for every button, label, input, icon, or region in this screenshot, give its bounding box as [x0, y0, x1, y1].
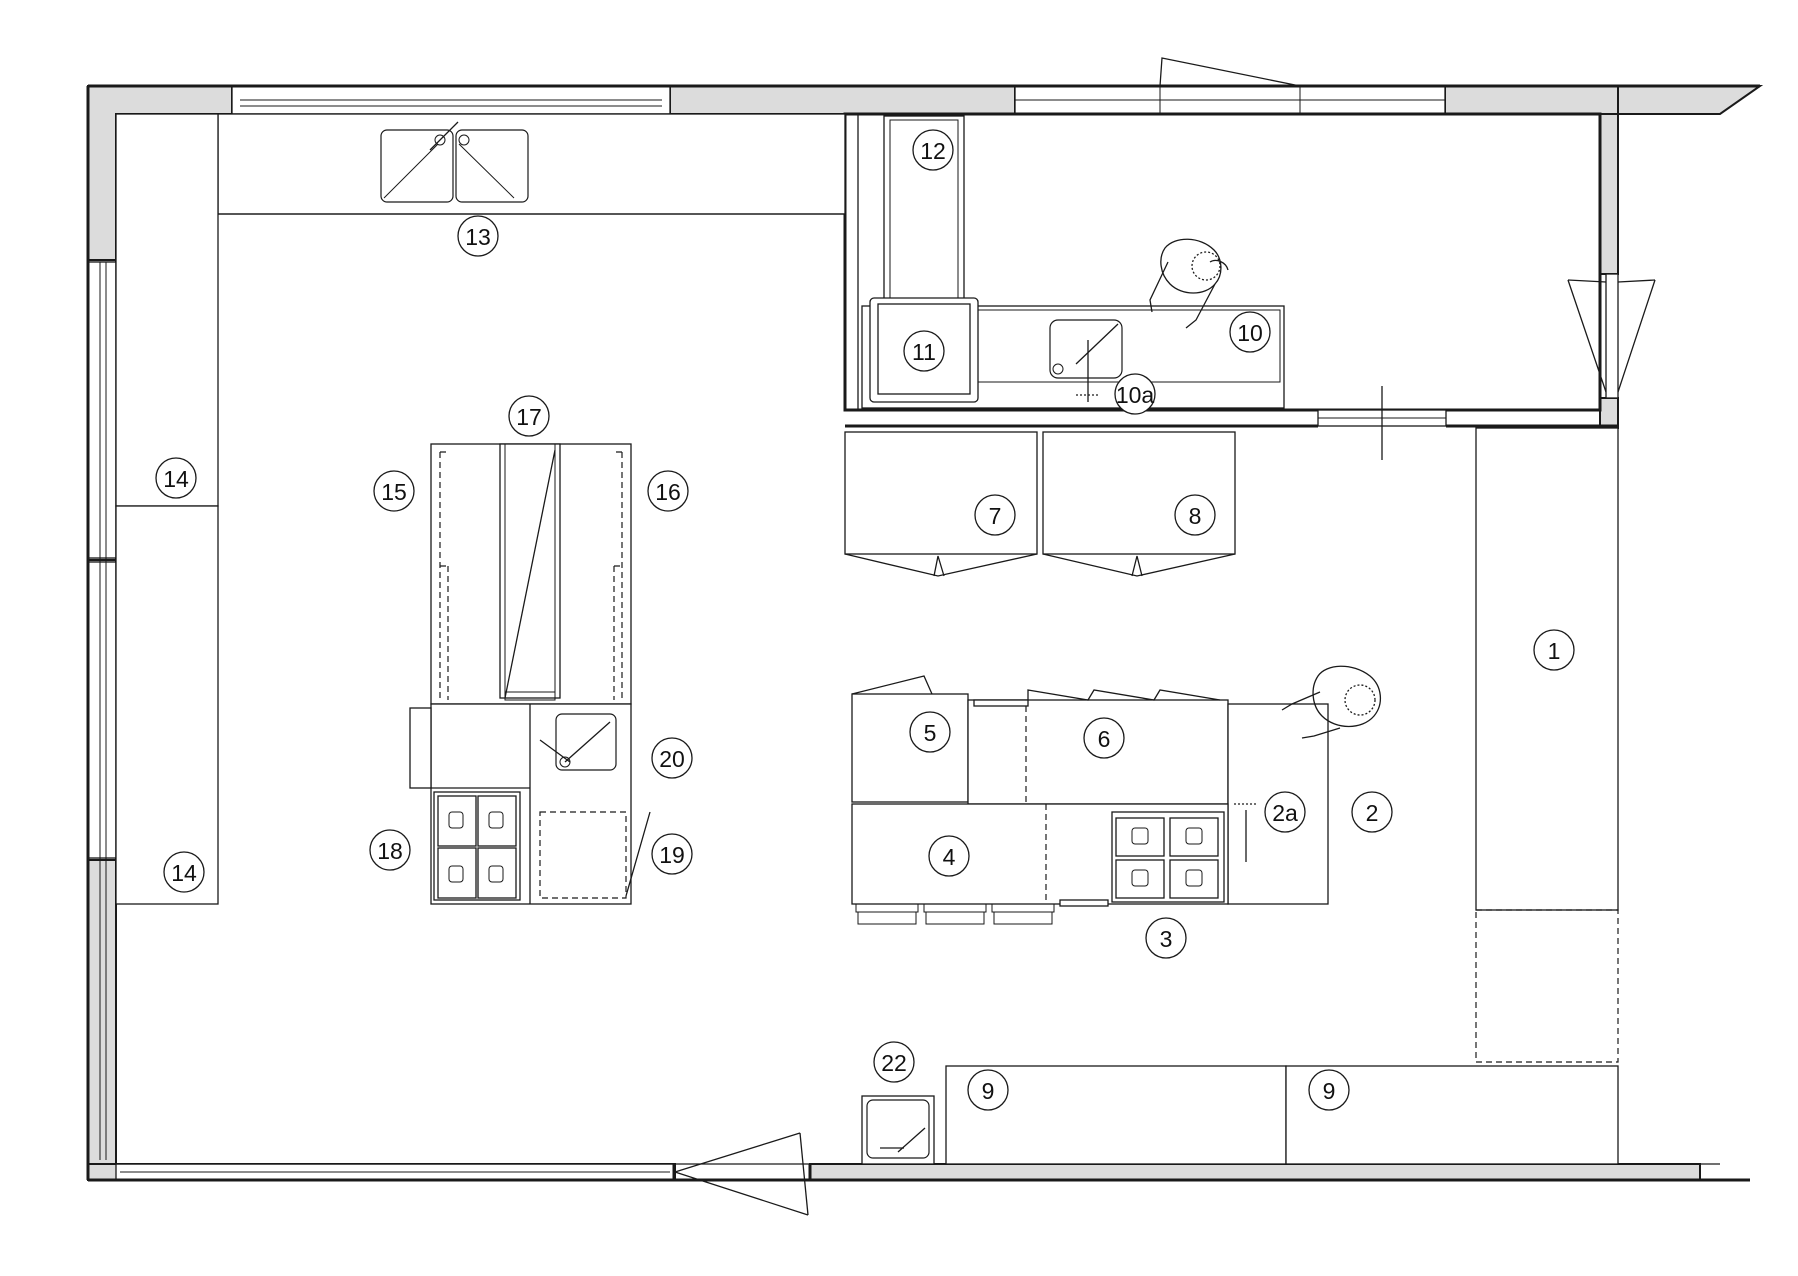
label-6: 6	[1083, 717, 1125, 759]
svg-text:20: 20	[659, 746, 685, 772]
label-14-upper: 14	[155, 457, 197, 499]
svg-text:6: 6	[1098, 726, 1111, 752]
svg-text:13: 13	[465, 224, 491, 250]
svg-text:9: 9	[1323, 1078, 1336, 1104]
label-20: 20	[651, 737, 693, 779]
label-1: 1	[1533, 629, 1575, 671]
label-14-lower: 14	[163, 851, 205, 893]
label-5: 5	[909, 711, 951, 753]
svg-text:19: 19	[659, 842, 685, 868]
bottom-window	[115, 1163, 675, 1181]
svg-text:15: 15	[381, 479, 407, 505]
label-7: 7	[974, 494, 1016, 536]
svg-text:1: 1	[1548, 638, 1561, 664]
range-18	[433, 791, 521, 901]
bottom-door	[674, 1132, 812, 1216]
label-22: 22	[873, 1041, 915, 1083]
svg-text:2a: 2a	[1272, 800, 1298, 826]
unit-1	[1475, 427, 1619, 1063]
svg-text:22: 22	[881, 1050, 907, 1076]
label-16: 16	[647, 470, 689, 512]
range-3	[1111, 811, 1225, 903]
label-2: 2	[1351, 791, 1393, 833]
svg-text:18: 18	[377, 838, 403, 864]
label-18: 18	[369, 829, 411, 871]
label-15: 15	[373, 470, 415, 512]
label-8: 8	[1174, 494, 1216, 536]
label-4: 4	[928, 835, 970, 877]
counter-14	[115, 113, 219, 905]
svg-text:4: 4	[943, 844, 956, 870]
svg-text:16: 16	[655, 479, 681, 505]
right-door	[1567, 273, 1656, 399]
label-10a: 10a	[1114, 373, 1156, 415]
svg-text:10: 10	[1237, 320, 1263, 346]
label-9-right: 9	[1308, 1069, 1350, 1111]
sink-22	[861, 1095, 935, 1165]
counter-9	[945, 1065, 1619, 1165]
label-3: 3	[1145, 917, 1187, 959]
svg-text:9: 9	[982, 1078, 995, 1104]
label-2a: 2a	[1264, 791, 1306, 833]
svg-text:12: 12	[920, 138, 946, 164]
label-12: 12	[912, 129, 954, 171]
label-19: 19	[651, 833, 693, 875]
svg-text:7: 7	[989, 503, 1002, 529]
svg-text:2: 2	[1366, 800, 1379, 826]
top-window-left	[231, 85, 671, 115]
svg-text:14: 14	[163, 466, 189, 492]
label-10: 10	[1229, 311, 1271, 353]
svg-text:17: 17	[516, 404, 542, 430]
person-figure-upper	[1149, 238, 1229, 329]
label-17: 17	[508, 395, 550, 437]
label-13: 13	[457, 215, 499, 257]
left-windows	[87, 261, 117, 1160]
svg-text:14: 14	[171, 860, 197, 886]
label-11: 11	[903, 330, 945, 372]
label-9-left: 9	[967, 1069, 1009, 1111]
sink-10	[1049, 319, 1123, 402]
svg-text:5: 5	[924, 720, 937, 746]
svg-text:10a: 10a	[1116, 382, 1155, 408]
double-sink-13	[380, 121, 529, 203]
svg-text:8: 8	[1189, 503, 1202, 529]
person-figure-island	[1281, 665, 1381, 739]
svg-text:11: 11	[912, 339, 936, 365]
svg-text:3: 3	[1160, 926, 1173, 952]
unit-7	[844, 431, 1038, 577]
faucet-2a	[1234, 803, 1258, 862]
scullery-room	[843, 112, 1618, 460]
